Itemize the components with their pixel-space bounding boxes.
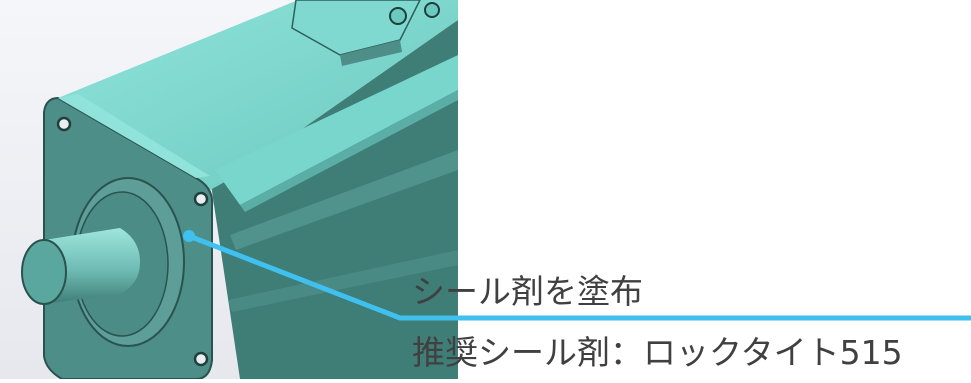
connector-block-side <box>340 40 402 66</box>
leader-line <box>186 233 971 321</box>
recommended-sealant-label: 推奨シール剤：ロックタイト515 <box>412 333 903 372</box>
seal-instruction-label: シール剤を塗布 <box>412 272 643 311</box>
motor-side-groove-2 <box>228 250 458 312</box>
connector-screw <box>389 7 407 25</box>
motor-rail-edge <box>240 90 458 212</box>
motor-side-groove <box>230 150 458 250</box>
motor-shaft <box>44 228 140 304</box>
shaft-end-face <box>21 239 67 305</box>
mounting-hole-top-left <box>56 116 72 132</box>
mounting-hole-bottom-right <box>193 351 209 367</box>
motor-top-rail <box>215 55 458 205</box>
connector-screw-2 <box>424 2 440 18</box>
flange-bevel <box>58 94 210 178</box>
mounting-hole-top-right <box>193 191 209 207</box>
